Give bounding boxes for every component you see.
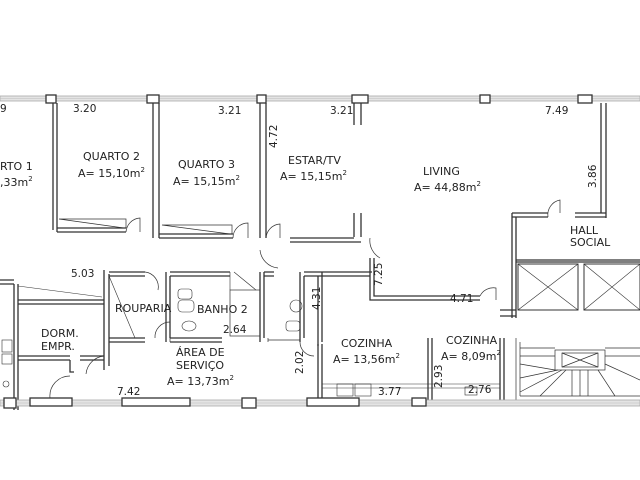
room-name-banho-2: BANHO 2	[197, 303, 248, 316]
dimension-banho-width: 2.64	[223, 324, 247, 336]
dimension-cozinha2-bottom: 2.76	[468, 384, 492, 396]
bathroom-fixtures	[1, 288, 303, 388]
dimension-living-left-depth: 7.25	[373, 262, 385, 286]
room-area-quarto-2: A= 15,10m2	[78, 166, 145, 180]
dimension-living-right-depth: 3.86	[587, 164, 599, 188]
room-area-quarto-1: ,33m2	[0, 175, 33, 189]
room-name-estar-tv: ESTAR/TV	[288, 154, 341, 167]
dimension-cozinha-wall: 4.31	[311, 286, 323, 310]
room-name-cozinha-2: COZINHA	[446, 334, 498, 347]
room-area-estar-tv: A= 15,15m2	[280, 169, 347, 183]
room-name-quarto-2: QUARTO 2	[83, 150, 140, 163]
dimension-cozinha1-bottom: 3.77	[378, 386, 402, 398]
room-name-quarto-1: RTO 1	[0, 160, 33, 173]
dimension-living-width: 7.49	[545, 105, 569, 117]
room-area-servico: A= 13,73m2	[167, 374, 234, 388]
stairs	[515, 338, 640, 400]
room-area-cozinha-1: A= 13,56m2	[333, 352, 400, 366]
wall-q1-q2	[52, 103, 58, 232]
room-area-living: A= 44,88m2	[414, 180, 481, 194]
room-area-cozinha-2: A= 8,09m2	[441, 349, 501, 363]
bottom-exterior-wall	[0, 397, 640, 409]
dimension-cozinha2-side: 2.93	[433, 364, 445, 388]
room-name-living: LIVING	[423, 165, 460, 178]
dimension-service-side: 2.02	[294, 350, 306, 374]
dimension-quarto3-width: 3.21	[218, 105, 242, 117]
room-name-dorm-line1: DORM.	[41, 327, 79, 340]
dimension-estar-depth: 4.72	[268, 124, 280, 148]
dimension-top-left: 9	[0, 103, 7, 115]
room-name-dorm-line2: EMPR.	[41, 340, 75, 353]
room-name-quarto-3: QUARTO 3	[178, 158, 235, 171]
room-name-hall-line1: HALL	[570, 224, 599, 237]
dimension-quarto2-width: 3.20	[73, 103, 97, 115]
room-name-rouparia: ROUPARIA	[115, 302, 172, 315]
room-name-hall-line2: SOCIAL	[570, 236, 611, 249]
dimension-service-bottom: 7.42	[117, 386, 141, 398]
room-area-quarto-3: A= 15,15m2	[173, 174, 240, 188]
room-name-servico-line1: ÁREA DE	[176, 346, 225, 359]
dimension-living-bottom: 4.71	[450, 293, 474, 305]
room-name-cozinha-1: COZINHA	[341, 337, 393, 350]
dimension-dorm-top: 5.03	[71, 268, 95, 280]
top-exterior-wall	[0, 94, 640, 104]
dimension-estar-width: 3.21	[330, 105, 354, 117]
room-name-servico-line2: SERVIÇO	[176, 359, 225, 372]
